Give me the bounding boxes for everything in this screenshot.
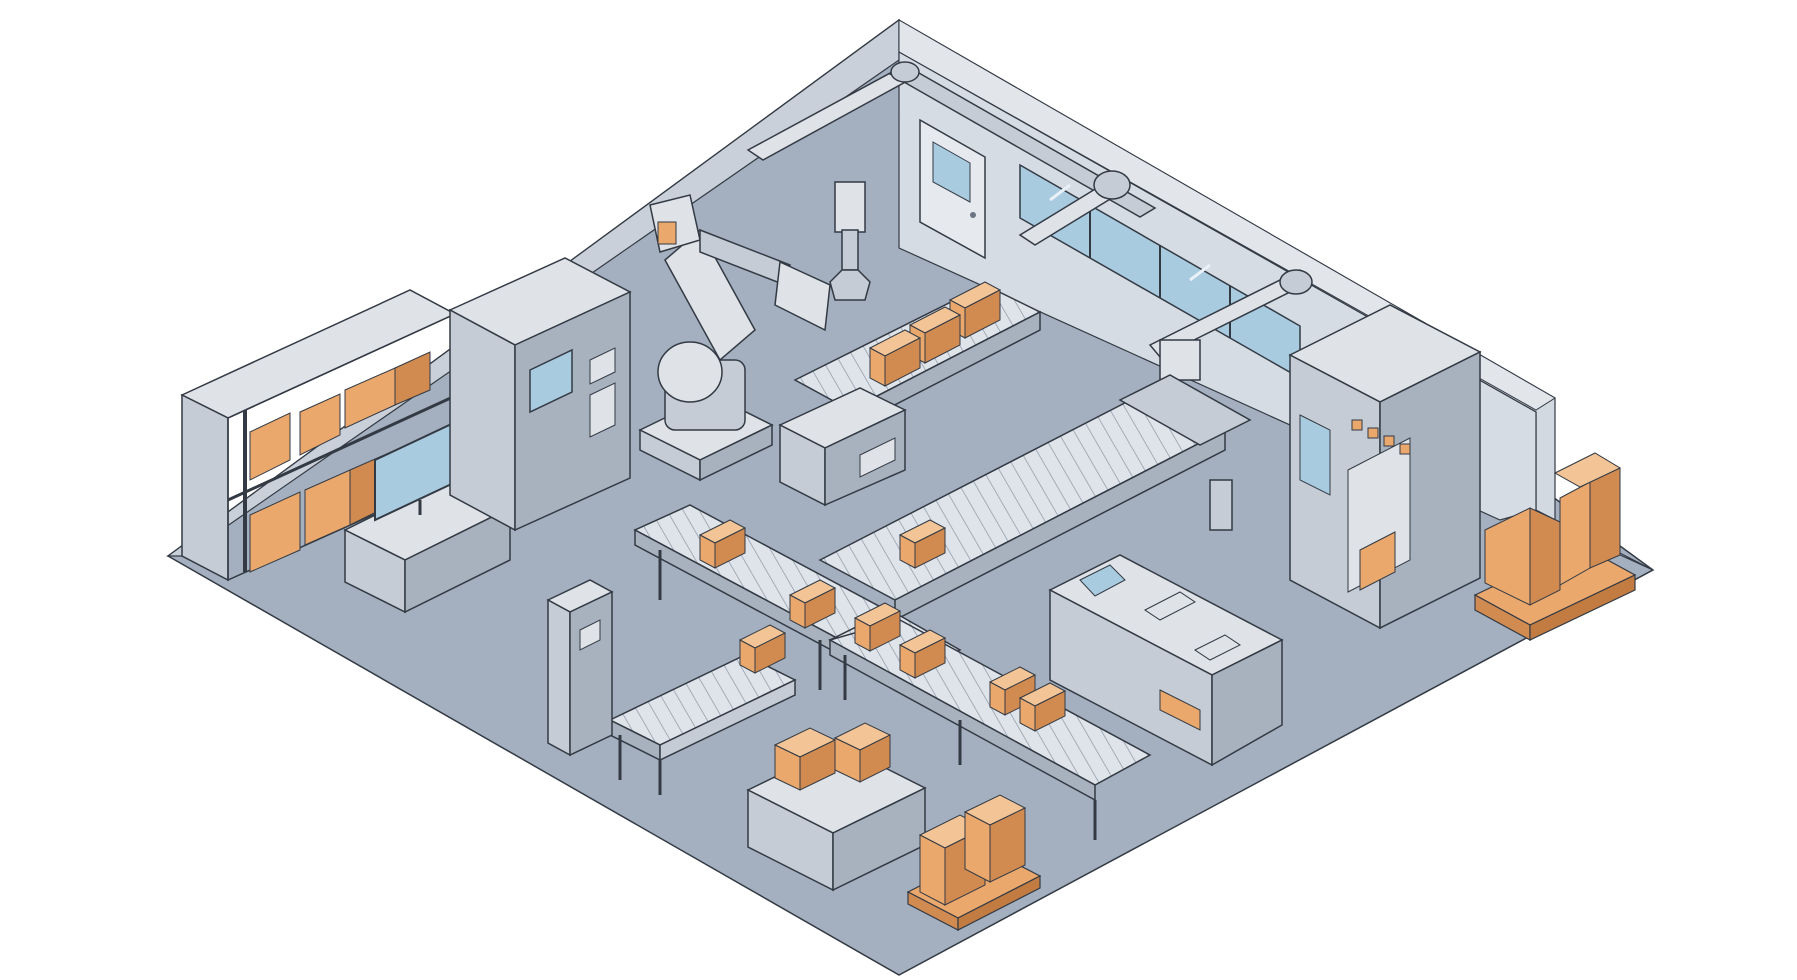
overhead-gantry [746, 61, 1313, 358]
cardboard-box-icon [918, 794, 1027, 906]
cardboard-box-icon [698, 519, 1067, 732]
packing-machine [778, 387, 907, 507]
conveyor-belt-icon [608, 654, 797, 795]
robot-grabber-right [1118, 339, 1252, 531]
control-panel-icon[interactable] [448, 257, 632, 532]
cardboard-box-icon [868, 281, 1002, 387]
cardboard-box-icon [773, 722, 892, 791]
cardboard-box-icon [1484, 452, 1622, 606]
scanner-kiosk[interactable] [546, 579, 614, 757]
robot-arm-icon [638, 194, 831, 482]
robot-grabber-upper [829, 181, 871, 301]
control-panel-icon[interactable] [1048, 554, 1284, 767]
vending-storage-machine [1288, 304, 1482, 630]
door-icon[interactable] [919, 118, 986, 260]
